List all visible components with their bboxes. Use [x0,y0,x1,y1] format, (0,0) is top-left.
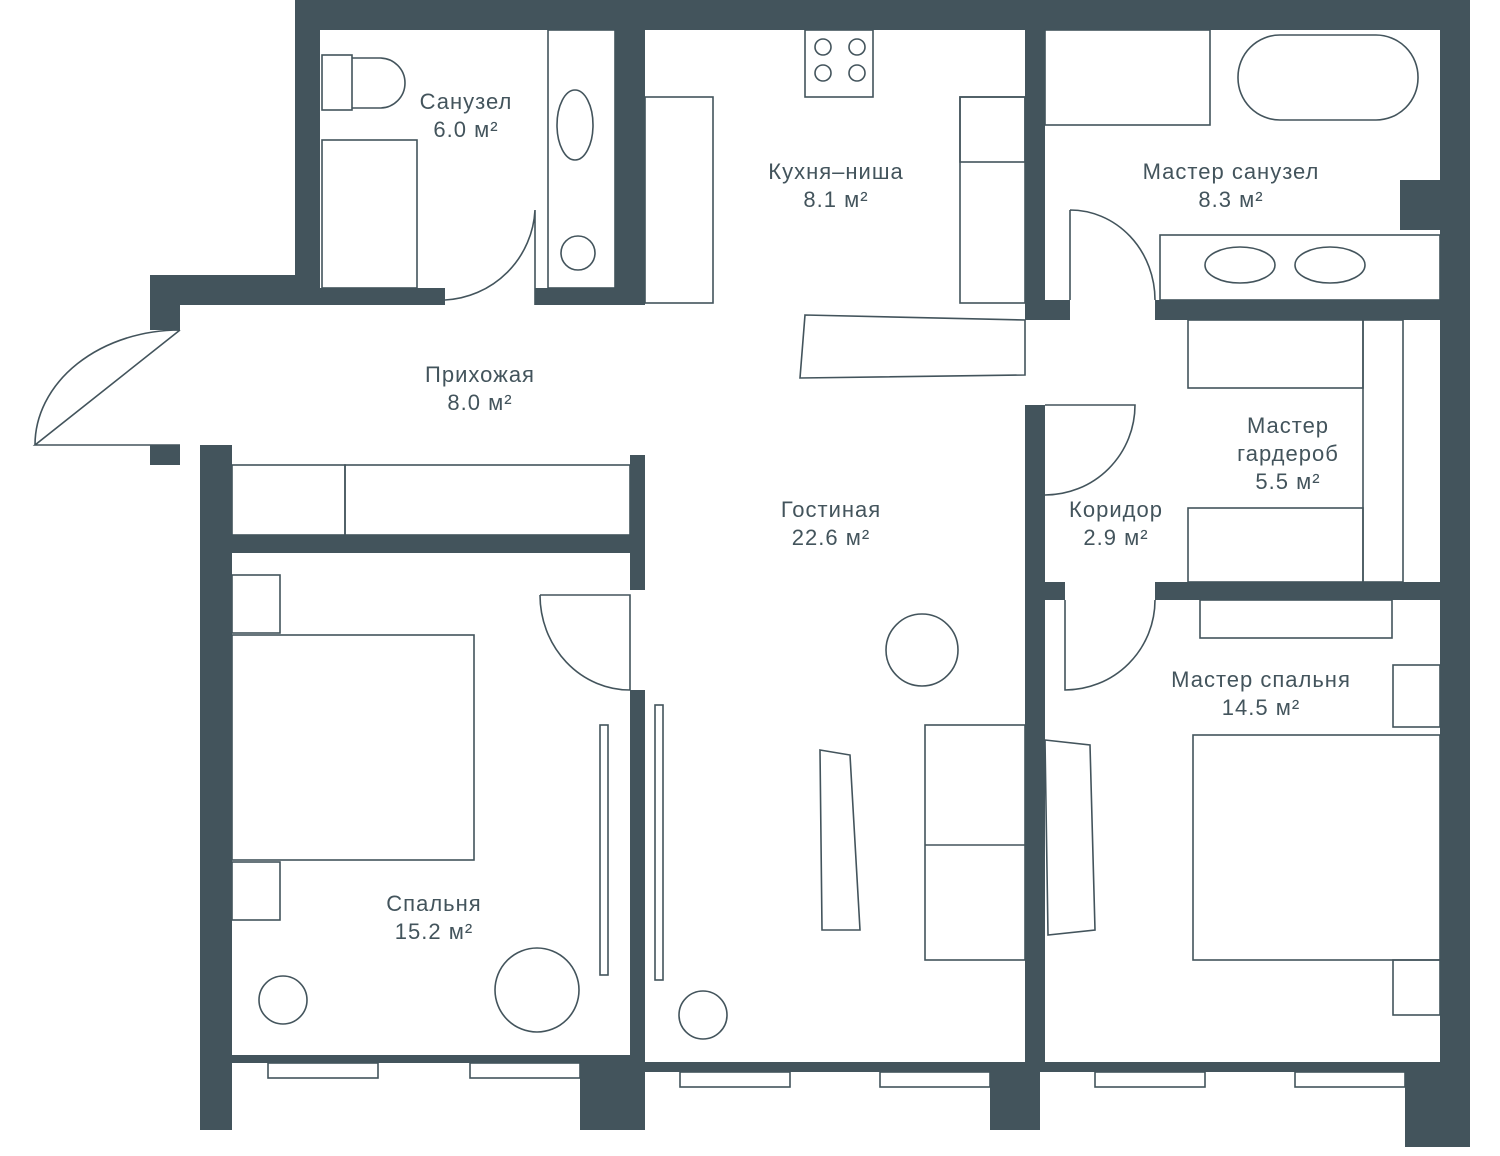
stove-icon [804,29,874,98]
armchair-icon [494,947,580,1033]
hall-wardrobe [344,464,631,536]
double-sink-icon [1159,234,1441,301]
sink-icon [556,89,594,161]
bed-icon [1192,734,1441,961]
walls [150,0,1470,1147]
bed-icon [231,634,475,861]
coffee-table [819,749,861,931]
armchair-icon [885,613,959,687]
nightstand [231,861,281,921]
sofa-icon [924,724,1026,961]
washer-icon [560,235,596,271]
kitchen-counter [959,96,1026,304]
shoe-rack [231,464,346,536]
tv-stand [1199,599,1393,639]
windows [267,1062,1406,1088]
nightstand [1392,664,1441,728]
plant-icon [678,990,728,1040]
nightstand [231,574,281,634]
nightstand [1392,959,1441,1016]
dining-table [799,314,1026,379]
shower-icon [321,139,418,289]
furniture [231,29,1441,1040]
toilet-icon [321,54,353,111]
plant-icon [258,975,308,1025]
bathtub-icon [1044,29,1211,126]
doors[interactable] [32,209,1156,691]
wardrobe [1187,319,1364,389]
